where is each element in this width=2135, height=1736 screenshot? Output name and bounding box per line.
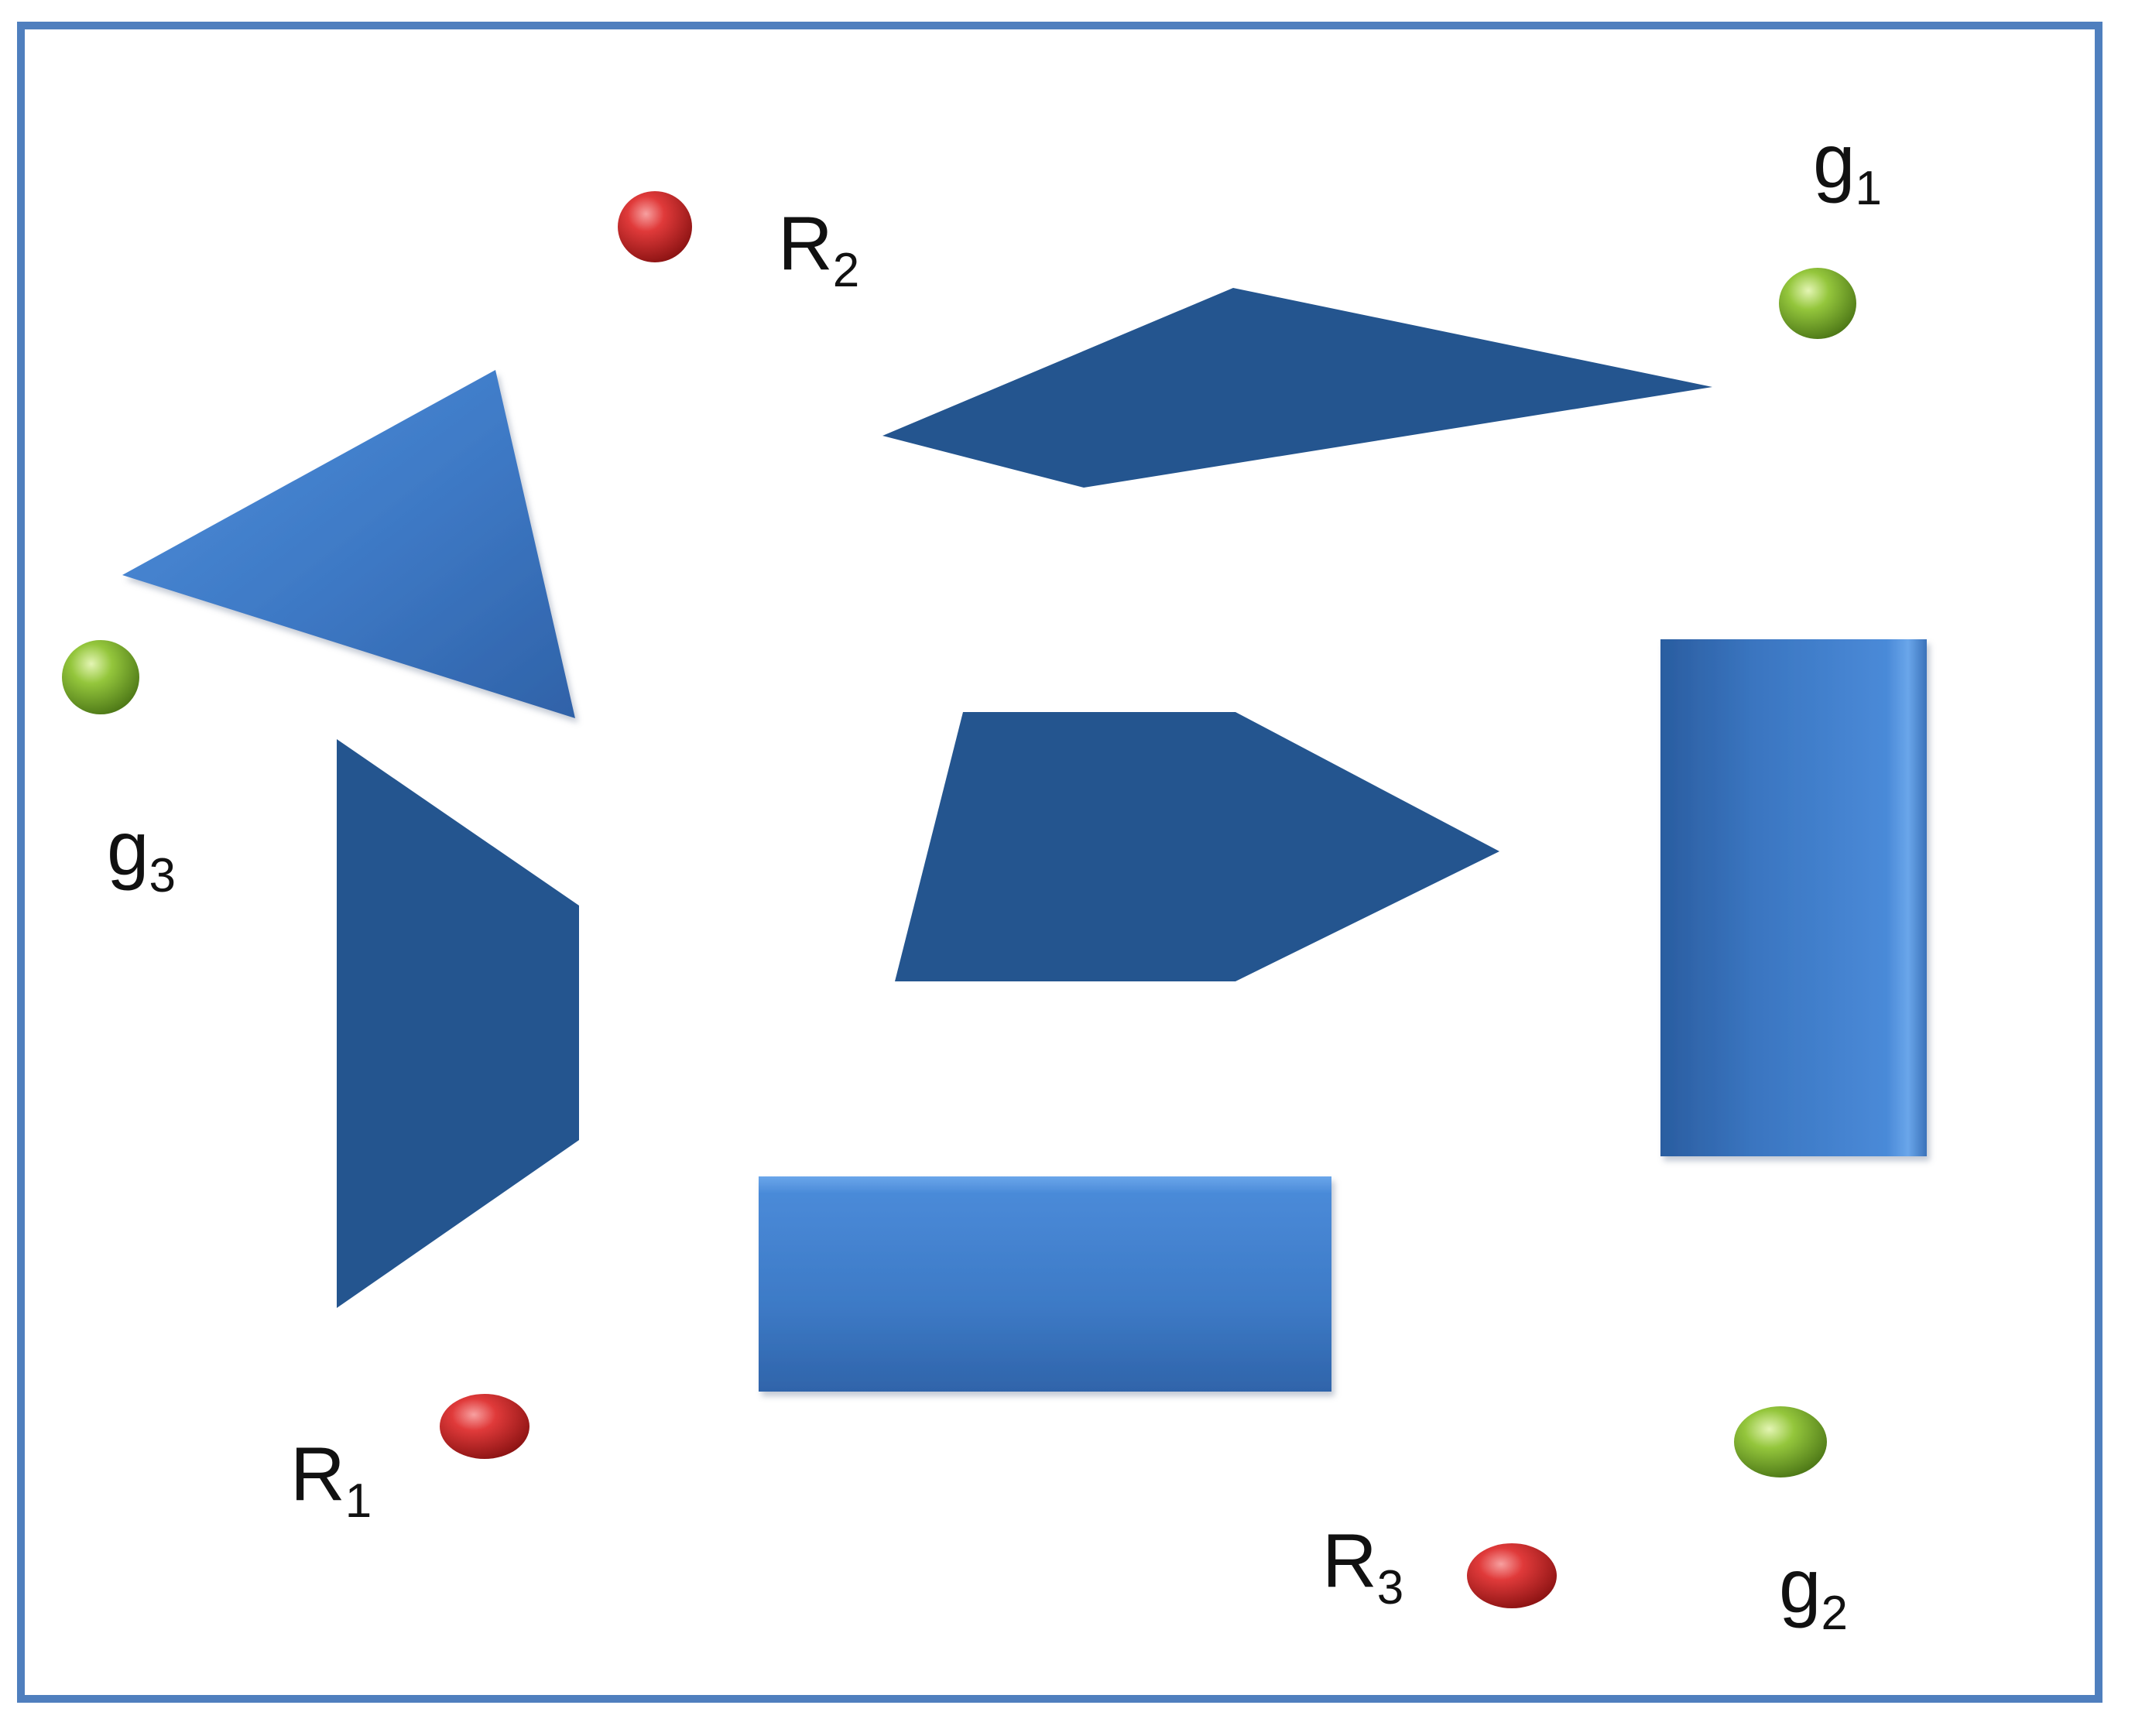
goal-g3-label: g3 bbox=[107, 806, 176, 902]
robots bbox=[440, 191, 1557, 1608]
obstacle-trapezoid bbox=[337, 739, 579, 1308]
robot-r1-label: R1 bbox=[290, 1431, 372, 1528]
robot-r3-label: R3 bbox=[1322, 1518, 1403, 1614]
robot-r2-marker bbox=[618, 191, 692, 262]
obstacle-vertical-rectangle bbox=[1660, 639, 1927, 1156]
obstacle-triangle bbox=[122, 370, 575, 718]
goals bbox=[62, 268, 1856, 1477]
robot-r2-label: R2 bbox=[778, 200, 859, 297]
robot-r3-marker bbox=[1467, 1543, 1557, 1608]
obstacle-pentagon bbox=[895, 712, 1499, 981]
labels: R1 R2 R3 g1 g2 g3 bbox=[107, 118, 1882, 1640]
obstacle-kite bbox=[882, 288, 1712, 488]
obstacle-horizontal-rectangle bbox=[759, 1176, 1331, 1392]
obstacles bbox=[122, 288, 1927, 1392]
robot-r1-marker bbox=[440, 1394, 529, 1459]
goal-g1-marker bbox=[1779, 268, 1856, 339]
goal-g2-label: g2 bbox=[1779, 1543, 1848, 1640]
goal-g2-marker bbox=[1734, 1406, 1827, 1477]
goal-g3-marker bbox=[62, 640, 139, 714]
goal-g1-label: g1 bbox=[1813, 118, 1882, 215]
